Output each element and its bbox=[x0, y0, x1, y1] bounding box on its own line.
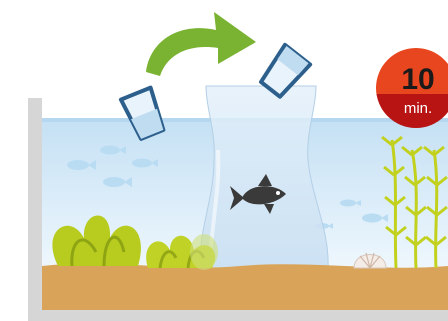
timer-value: 10 bbox=[401, 63, 434, 96]
sand-substrate bbox=[42, 263, 448, 310]
curved-arrow-icon bbox=[146, 12, 256, 76]
timer-unit: min. bbox=[404, 100, 432, 117]
tank-left-wall bbox=[28, 98, 42, 318]
fish-bag bbox=[200, 86, 328, 270]
